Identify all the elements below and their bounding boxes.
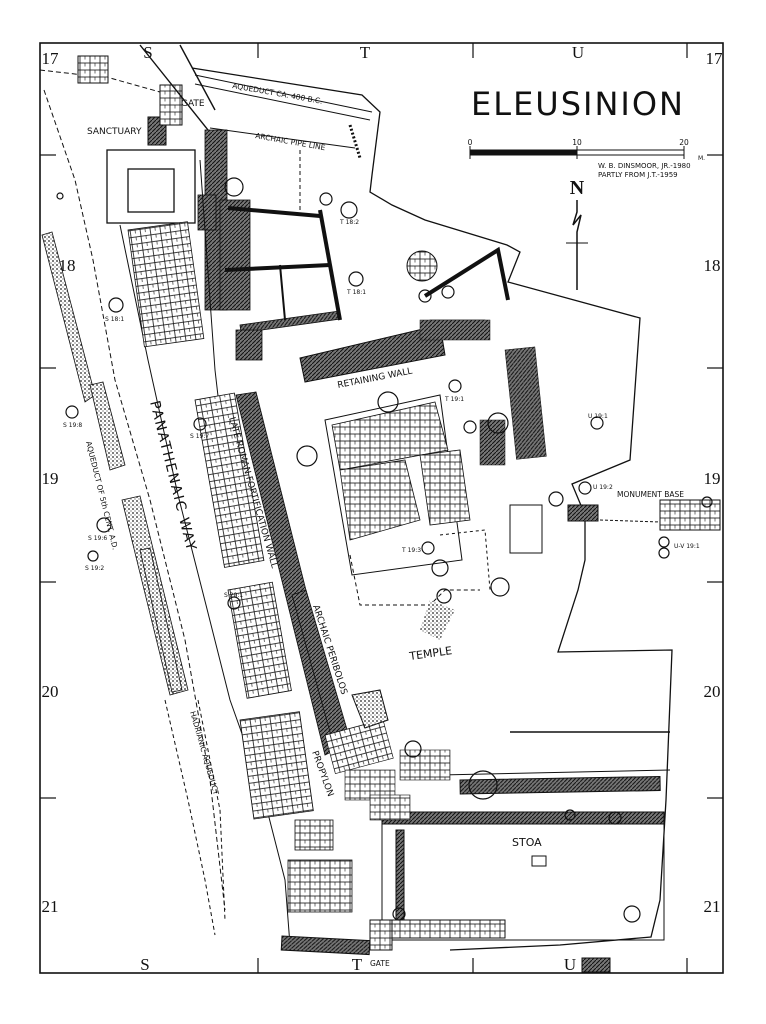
grid-row-19-left: 19 [42,469,59,488]
map-frame [39,42,724,974]
retaining-wall [299,324,446,383]
aqueduct-line-a [194,74,373,113]
label-sanctuary: SANCTUARY [87,127,142,137]
grid-row-20-left: 20 [42,682,59,701]
grid-row-20-right: 20 [704,682,721,701]
boundary-top-left [39,69,161,93]
label-temple: TEMPLE [408,644,453,663]
propylon-stippled [351,689,389,729]
gate-bottom [280,919,611,973]
road-block-rows [127,221,353,913]
well-label-t18-2: T 18:2 [339,219,359,226]
grid-col-bottom-t: T [352,955,363,974]
sanctuary-enclosure [106,149,196,224]
well-label-s18-1: S 18:1 [105,316,124,323]
pipe-line-end [348,124,362,159]
label-hadrianic-aqueduct: HADRIANIC AQUEDUCT [188,710,221,796]
credit-line-1: W. B. DINSMOOR, JR.-1980 [598,162,691,170]
propylon-blocks [324,719,451,821]
round-base [406,250,438,282]
label-panathenaic-way: PANATHENAIC WAY [146,399,199,553]
well-label-t19-3: T 19:3 [401,547,421,554]
grid-row-18-left: 18 [59,256,76,275]
credit-line-2: PARTLY FROM J.T.-1959 [598,171,678,179]
grid-row-17-left: 17 [42,49,60,68]
scale-unit: M. [698,155,705,162]
grid-col-top-s: S [143,43,152,62]
label-archaic-pipe: ARCHAIC PIPE LINE [255,131,327,152]
stoa [381,731,671,941]
curved-wall [423,246,510,301]
block-cluster-top [77,55,109,84]
grid-row-19-right: 19 [704,469,721,488]
label-aqueduct-400: AQUEDUCT CA. 400 B.C. [232,81,324,106]
grid-col-top-t: T [360,43,371,62]
well-label-u19-2: U 19:2 [593,484,613,491]
north-label: N [570,177,585,199]
grid-ticks [40,43,723,973]
aqueduct-dashed [43,89,226,911]
well-label-s19-7: S 19:7 [190,433,209,440]
grid-col-top-u: U [572,43,584,62]
grid-row-18-right: 18 [704,256,721,275]
grid-col-bottom-s: S [140,955,149,974]
stippled-aqueducts [41,231,189,696]
hadrianic-aqueduct-line-b [197,699,226,921]
grid-row-17-right: 17 [706,49,724,68]
temple-complex [324,394,491,640]
grid-col-bottom-u: U [564,955,576,974]
label-gate-top: GATE [181,99,205,109]
label-stoa: STOA [512,836,542,849]
map-title: ELEUSINION [471,85,685,123]
well-label-s19-2: S 19:2 [85,565,104,572]
scale-tick-10: 10 [572,138,582,147]
grid-row-21-left: 21 [42,897,59,916]
north-walls [197,129,341,361]
well-label-u19-1: U 19:1 [588,413,608,420]
north-arrow-icon [566,200,588,290]
well-label-uv19-1: U-V 19:1 [674,543,700,550]
scale-tick-20: 20 [679,138,689,147]
road-edge-west [119,224,291,946]
cross-walls [224,206,342,321]
well-label-t18-1: T 18:1 [346,289,366,296]
label-monument-base: MONUMENT BASE [617,490,684,499]
hadrianic-aqueduct-line [164,699,216,936]
label-gate-bottom: GATE [370,959,390,968]
aqueduct-line-b [194,83,371,121]
well-label-s19-6: S 19:6 [88,535,107,542]
well-label-s19-8: S 19:8 [63,422,82,429]
pipe-line [209,127,356,149]
scale-bar [469,146,685,159]
grid-row-21-right: 21 [704,897,721,916]
well-label-t19-1: T 19:1 [444,396,464,403]
gate-road-line-b [179,44,216,111]
gate-top-blocks [159,84,183,126]
monument-base [509,499,721,554]
gate-road-line [139,44,209,131]
well-label-s20-1: S 20:1 [224,592,243,599]
circle-features [56,177,713,923]
sanctuary-inner [127,168,175,213]
east-rubble [419,319,547,466]
scale-tick-0: 0 [468,138,473,147]
